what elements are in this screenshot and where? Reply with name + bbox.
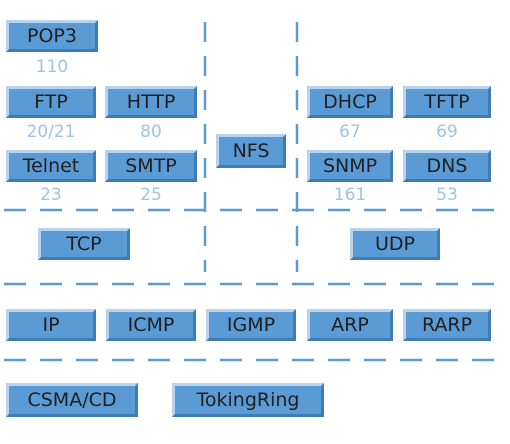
- tokingring-box: TokingRing: [172, 383, 324, 417]
- ftp-port: 20/21: [26, 122, 76, 142]
- igmp-box: IGMP: [206, 309, 296, 341]
- http-box: HTTP: [105, 86, 197, 118]
- tcp-box: TCP: [38, 228, 130, 260]
- ftp-box: FTP: [6, 86, 96, 118]
- icmp-box: ICMP: [106, 309, 196, 341]
- dhcp-box: DHCP: [307, 86, 393, 118]
- ip-box: IP: [6, 309, 96, 341]
- snmp-port: 161: [333, 185, 367, 205]
- csma-cd-box: CSMA/CD: [6, 383, 138, 417]
- snmp-box: SNMP: [307, 150, 393, 182]
- tftp-port: 69: [436, 122, 458, 142]
- arp-box: ARP: [307, 309, 393, 341]
- telnet-port: 23: [40, 185, 62, 205]
- dns-port: 53: [436, 185, 458, 205]
- udp-box: UDP: [350, 228, 440, 260]
- http-port: 80: [140, 122, 162, 142]
- smtp-port: 25: [140, 185, 162, 205]
- rarp-box: RARP: [403, 309, 491, 341]
- dns-box: DNS: [403, 150, 491, 182]
- telnet-box: Telnet: [6, 150, 96, 182]
- smtp-box: SMTP: [105, 150, 197, 182]
- pop3-box: POP3: [6, 20, 98, 52]
- tftp-box: TFTP: [403, 86, 491, 118]
- pop3-port: 110: [35, 57, 69, 77]
- dhcp-port: 67: [339, 122, 361, 142]
- nfs-box: NFS: [216, 134, 286, 168]
